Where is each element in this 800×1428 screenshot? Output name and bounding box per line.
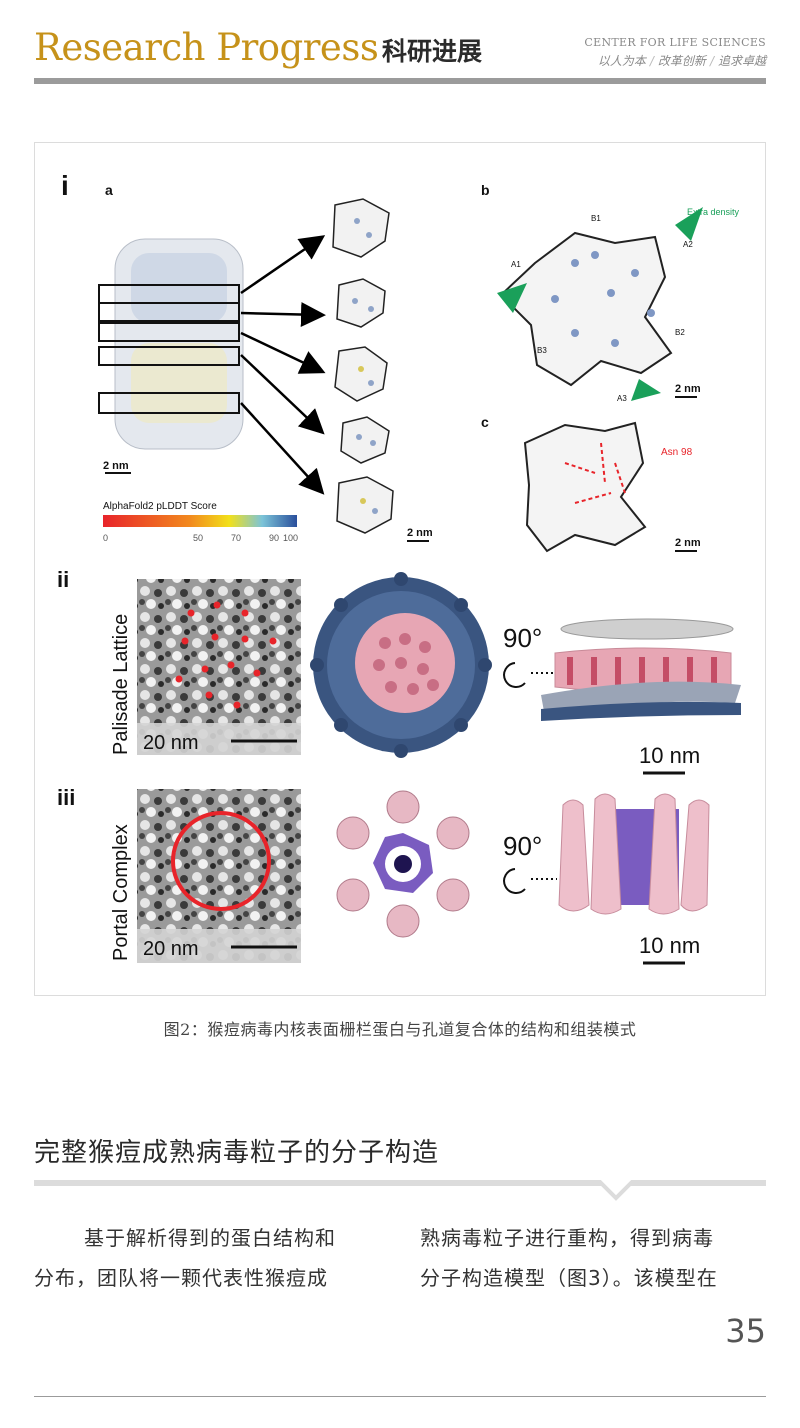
rotation-arrow-ii bbox=[503, 662, 526, 688]
page-number: 35 bbox=[725, 1312, 766, 1350]
header-rule bbox=[34, 78, 766, 84]
scale-bar-ii-label: 20 nm bbox=[143, 732, 199, 754]
section-heading: 完整猴痘成熟病毒粒子的分子构造 bbox=[34, 1138, 440, 1168]
portal-circle bbox=[171, 811, 271, 911]
colorbar-tick-90: 90 bbox=[269, 533, 279, 543]
label-b2: B2 bbox=[675, 328, 685, 337]
body-column-left: 基于解析得到的蛋白结构和 分布，团队将一颗代表性猴痘成 bbox=[34, 1218, 384, 1298]
lattice-dots bbox=[175, 601, 277, 709]
extra-density-arrow-2 bbox=[497, 283, 527, 313]
core-structure bbox=[98, 238, 244, 450]
section-rule bbox=[34, 1180, 766, 1201]
panel-label-ii: ii bbox=[57, 567, 69, 592]
scale-bar-iii-right: 10 nm bbox=[639, 933, 700, 958]
portal-side-view bbox=[558, 793, 710, 915]
rotation-arrow-iii bbox=[503, 868, 526, 894]
extra-density-arrow-1 bbox=[675, 207, 703, 241]
rotation-label-ii: 90° bbox=[503, 623, 542, 653]
body-line-4: 分子构造模型（图3）。该模型在 bbox=[420, 1266, 718, 1290]
label-b1: B1 bbox=[591, 214, 601, 223]
panel-i: i a 2 nm bbox=[61, 170, 740, 553]
scale-bar-c: 2 nm bbox=[675, 537, 701, 549]
scale-bar-b: 2 nm bbox=[675, 383, 701, 395]
motto-1: 以人为本 bbox=[597, 54, 646, 68]
trimer-structure-c bbox=[523, 421, 647, 553]
scale-bar-iii-label: 20 nm bbox=[143, 938, 199, 960]
scale-bar-ii-right: 10 nm bbox=[639, 743, 700, 768]
asn98-label: Asn 98 bbox=[661, 447, 693, 458]
body-line-1: 基于解析得到的蛋白结构和 bbox=[84, 1226, 336, 1250]
figure-caption: 图2：猴痘病毒内核表面栅栏蛋白与孔道复合体的结构和组装模式 bbox=[163, 1020, 637, 1039]
label-a2: A2 bbox=[683, 240, 693, 249]
body-line-3: 熟病毒粒子进行重构，得到病毒 bbox=[420, 1226, 714, 1250]
body-column-right: 熟病毒粒子进行重构，得到病毒 分子构造模型（图3）。该模型在 bbox=[420, 1218, 770, 1298]
footer-rule bbox=[34, 1396, 766, 1397]
subpanel-label-c: c bbox=[481, 414, 489, 430]
asn98-markers bbox=[564, 442, 626, 504]
panel-ii: ii Palisade Lattice 20 nm bbox=[57, 567, 741, 775]
subpanel-label-b: b bbox=[481, 182, 490, 198]
colorbar-tick-70: 70 bbox=[231, 533, 241, 543]
section-title-en: Research Progress bbox=[34, 26, 379, 69]
label-a3: A3 bbox=[617, 394, 627, 403]
page-header: Research Progress 科研进展 CENTER FOR LIFE S… bbox=[34, 26, 766, 80]
figure-illustration: i a 2 nm bbox=[57, 170, 741, 965]
portal-complex-label: Portal Complex bbox=[110, 824, 132, 961]
rotation-label-iii: 90° bbox=[503, 831, 542, 861]
extra-density-label: Extra density bbox=[687, 207, 740, 217]
subpanel-label-a: a bbox=[105, 182, 113, 198]
colorbar-title: AlphaFold2 pLDDT Score bbox=[103, 501, 217, 512]
scale-bar-a: 2 nm bbox=[103, 460, 129, 472]
section-arrows bbox=[240, 235, 326, 495]
scale-bar-sections: 2 nm bbox=[407, 527, 433, 539]
extra-density-arrow-3 bbox=[631, 379, 661, 401]
cross-sections bbox=[332, 198, 394, 534]
virion-core-model bbox=[310, 572, 492, 758]
motto-2: 改革创新 bbox=[657, 54, 706, 68]
colorbar-tick-0: 0 bbox=[103, 533, 108, 543]
trimer-structure-b bbox=[499, 231, 673, 387]
figure-2: i a 2 nm bbox=[34, 142, 766, 996]
panel-label-iii: iii bbox=[57, 785, 75, 810]
motto: 以人为本/改革创新/追求卓越 bbox=[597, 54, 766, 68]
cross-section-details bbox=[352, 218, 378, 514]
trimer-helices-b bbox=[551, 251, 655, 347]
palisade-side-view bbox=[541, 618, 741, 721]
palisade-lattice-label: Palisade Lattice bbox=[110, 614, 132, 755]
label-b3: B3 bbox=[537, 346, 547, 355]
center-name: CENTER FOR LIFE SCIENCES bbox=[584, 36, 766, 49]
colorbar bbox=[103, 515, 297, 527]
label-a1: A1 bbox=[511, 260, 521, 269]
colorbar-tick-100: 100 bbox=[283, 533, 298, 543]
panel-label-i: i bbox=[61, 170, 69, 201]
body-line-2: 分布，团队将一颗代表性猴痘成 bbox=[34, 1266, 328, 1290]
colorbar-tick-50: 50 bbox=[193, 533, 203, 543]
section-title-cn: 科研进展 bbox=[382, 37, 483, 66]
motto-3: 追求卓越 bbox=[717, 54, 766, 68]
portal-top-view bbox=[336, 790, 470, 938]
panel-iii: iii Portal Complex 20 nm 90° bbox=[57, 785, 710, 965]
